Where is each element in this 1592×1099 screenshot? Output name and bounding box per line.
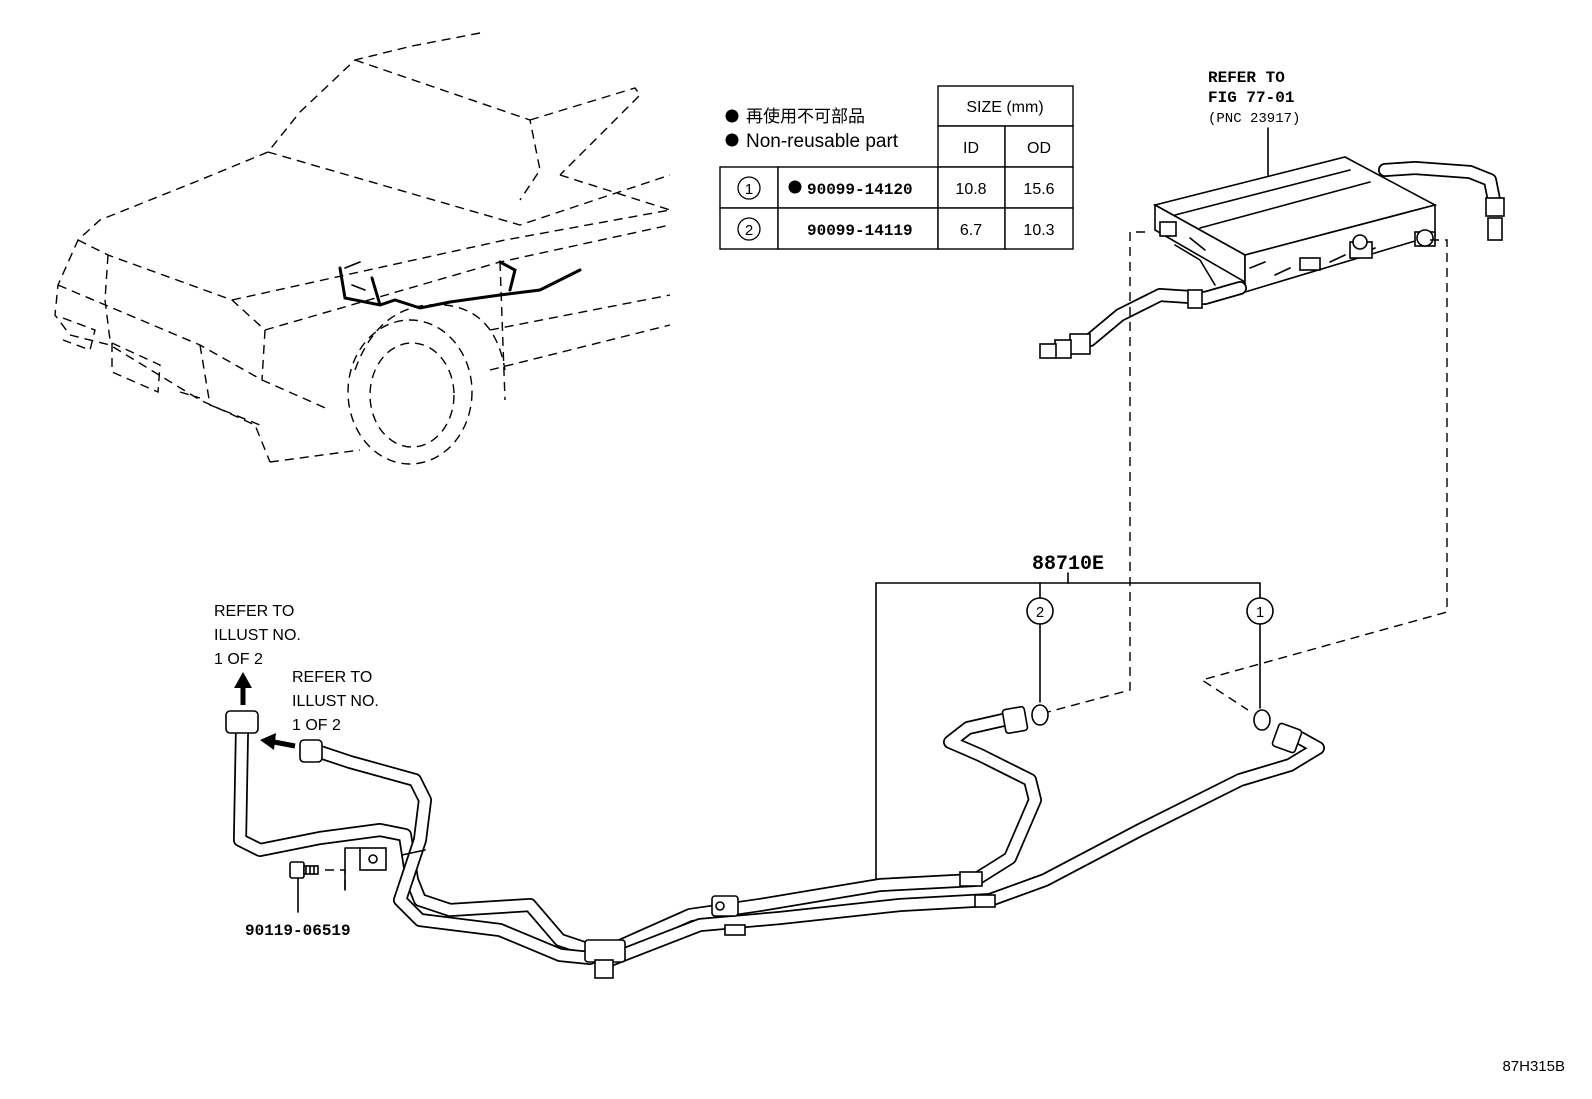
row-1-od: 15.6 [1023,181,1054,198]
oring-1 [1253,709,1271,731]
legend-jp: 再使用不可部品 [746,106,865,126]
arrow-left-icon [273,739,296,749]
bolt-icon [289,861,319,879]
assembly-label: 88710E [1032,553,1104,576]
legend-en: Non-reusable part [746,131,899,152]
vehicle-illustration [54,32,671,465]
refer-illust-top: REFER TO ILLUST NO. 1 OF 2 [214,603,301,668]
svg-text:REFER TO: REFER TO [214,603,294,620]
figure-code: 87H315B [1502,1058,1565,1075]
row-2-key: 2 [745,222,753,239]
svg-text:ILLUST NO.: ILLUST NO. [292,693,379,710]
row-1-key: 1 [745,181,753,198]
svg-text:FIG 77-01: FIG 77-01 [1208,89,1294,107]
refer-illust-side: REFER TO ILLUST NO. 1 OF 2 [292,669,379,734]
od-header: OD [1027,140,1051,157]
hydraulic-unit [1039,156,1505,713]
row-2-od: 10.3 [1023,222,1054,239]
pipe-assembly: 90119-06519 [225,672,1325,979]
svg-text:1 OF 2: 1 OF 2 [214,651,263,668]
oring-1-callout: 1 [1256,604,1264,621]
id-header: ID [963,140,979,157]
bolt-part-number: 90119-06519 [245,922,351,940]
non-reusable-bullet-icon [725,109,739,123]
row-2-id: 6.7 [960,222,982,239]
assembly-callout: 88710E 2 1 [875,553,1274,888]
svg-text:REFER TO: REFER TO [1208,69,1285,87]
refer-fig-label: REFER TO FIG 77-01 (PNC 23917) [1208,69,1300,176]
row-1-part-number: 90099-14120 [807,181,913,199]
oring-2 [1031,704,1049,726]
size-table: 再使用不可部品 Non-reusable part SIZE (mm) ID O… [719,85,1074,250]
oring-2-callout: 2 [1036,604,1044,621]
svg-text:ILLUST NO.: ILLUST NO. [214,627,301,644]
svg-text:(PNC 23917): (PNC 23917) [1208,111,1300,127]
row-2-part-number: 90099-14119 [807,222,913,240]
size-header: SIZE (mm) [966,99,1043,116]
row-1-id: 10.8 [955,181,986,198]
svg-text:REFER TO: REFER TO [292,669,372,686]
non-reusable-bullet-icon [725,133,739,147]
svg-text:1 OF 2: 1 OF 2 [292,717,341,734]
non-reusable-bullet-icon [788,180,802,194]
